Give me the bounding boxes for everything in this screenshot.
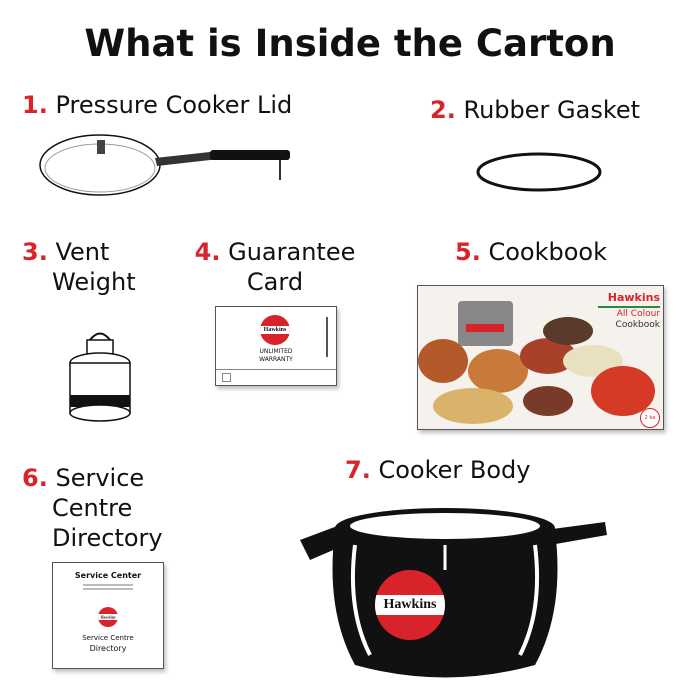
hawkins-logo: Hawkins [98, 607, 118, 627]
item-label-lid: 1. Pressure Cooker Lid [22, 91, 293, 119]
item-label-gasket: 2. Rubber Gasket [430, 96, 641, 124]
hawkins-logo: Hawkins [260, 315, 290, 345]
item-label-cookbook: 5. Cookbook [455, 238, 607, 266]
hawkins-logo: Hawkins [375, 570, 445, 640]
item-label-cooker-body: 7. Cooker Body [345, 456, 531, 484]
pressure-cooker-lid-image [39, 134, 290, 196]
cookbook-image: Hawkins All Colour Cookbook 2 ka [417, 285, 664, 430]
page-title: What is Inside the Carton [84, 22, 616, 65]
vent-weight-image [69, 332, 131, 422]
cooker-body-image [300, 508, 607, 678]
rubber-gasket-image [476, 152, 602, 192]
food-photo [418, 286, 663, 429]
service-directory-image: Service Center Hawkins Service Centre Di… [52, 562, 164, 669]
